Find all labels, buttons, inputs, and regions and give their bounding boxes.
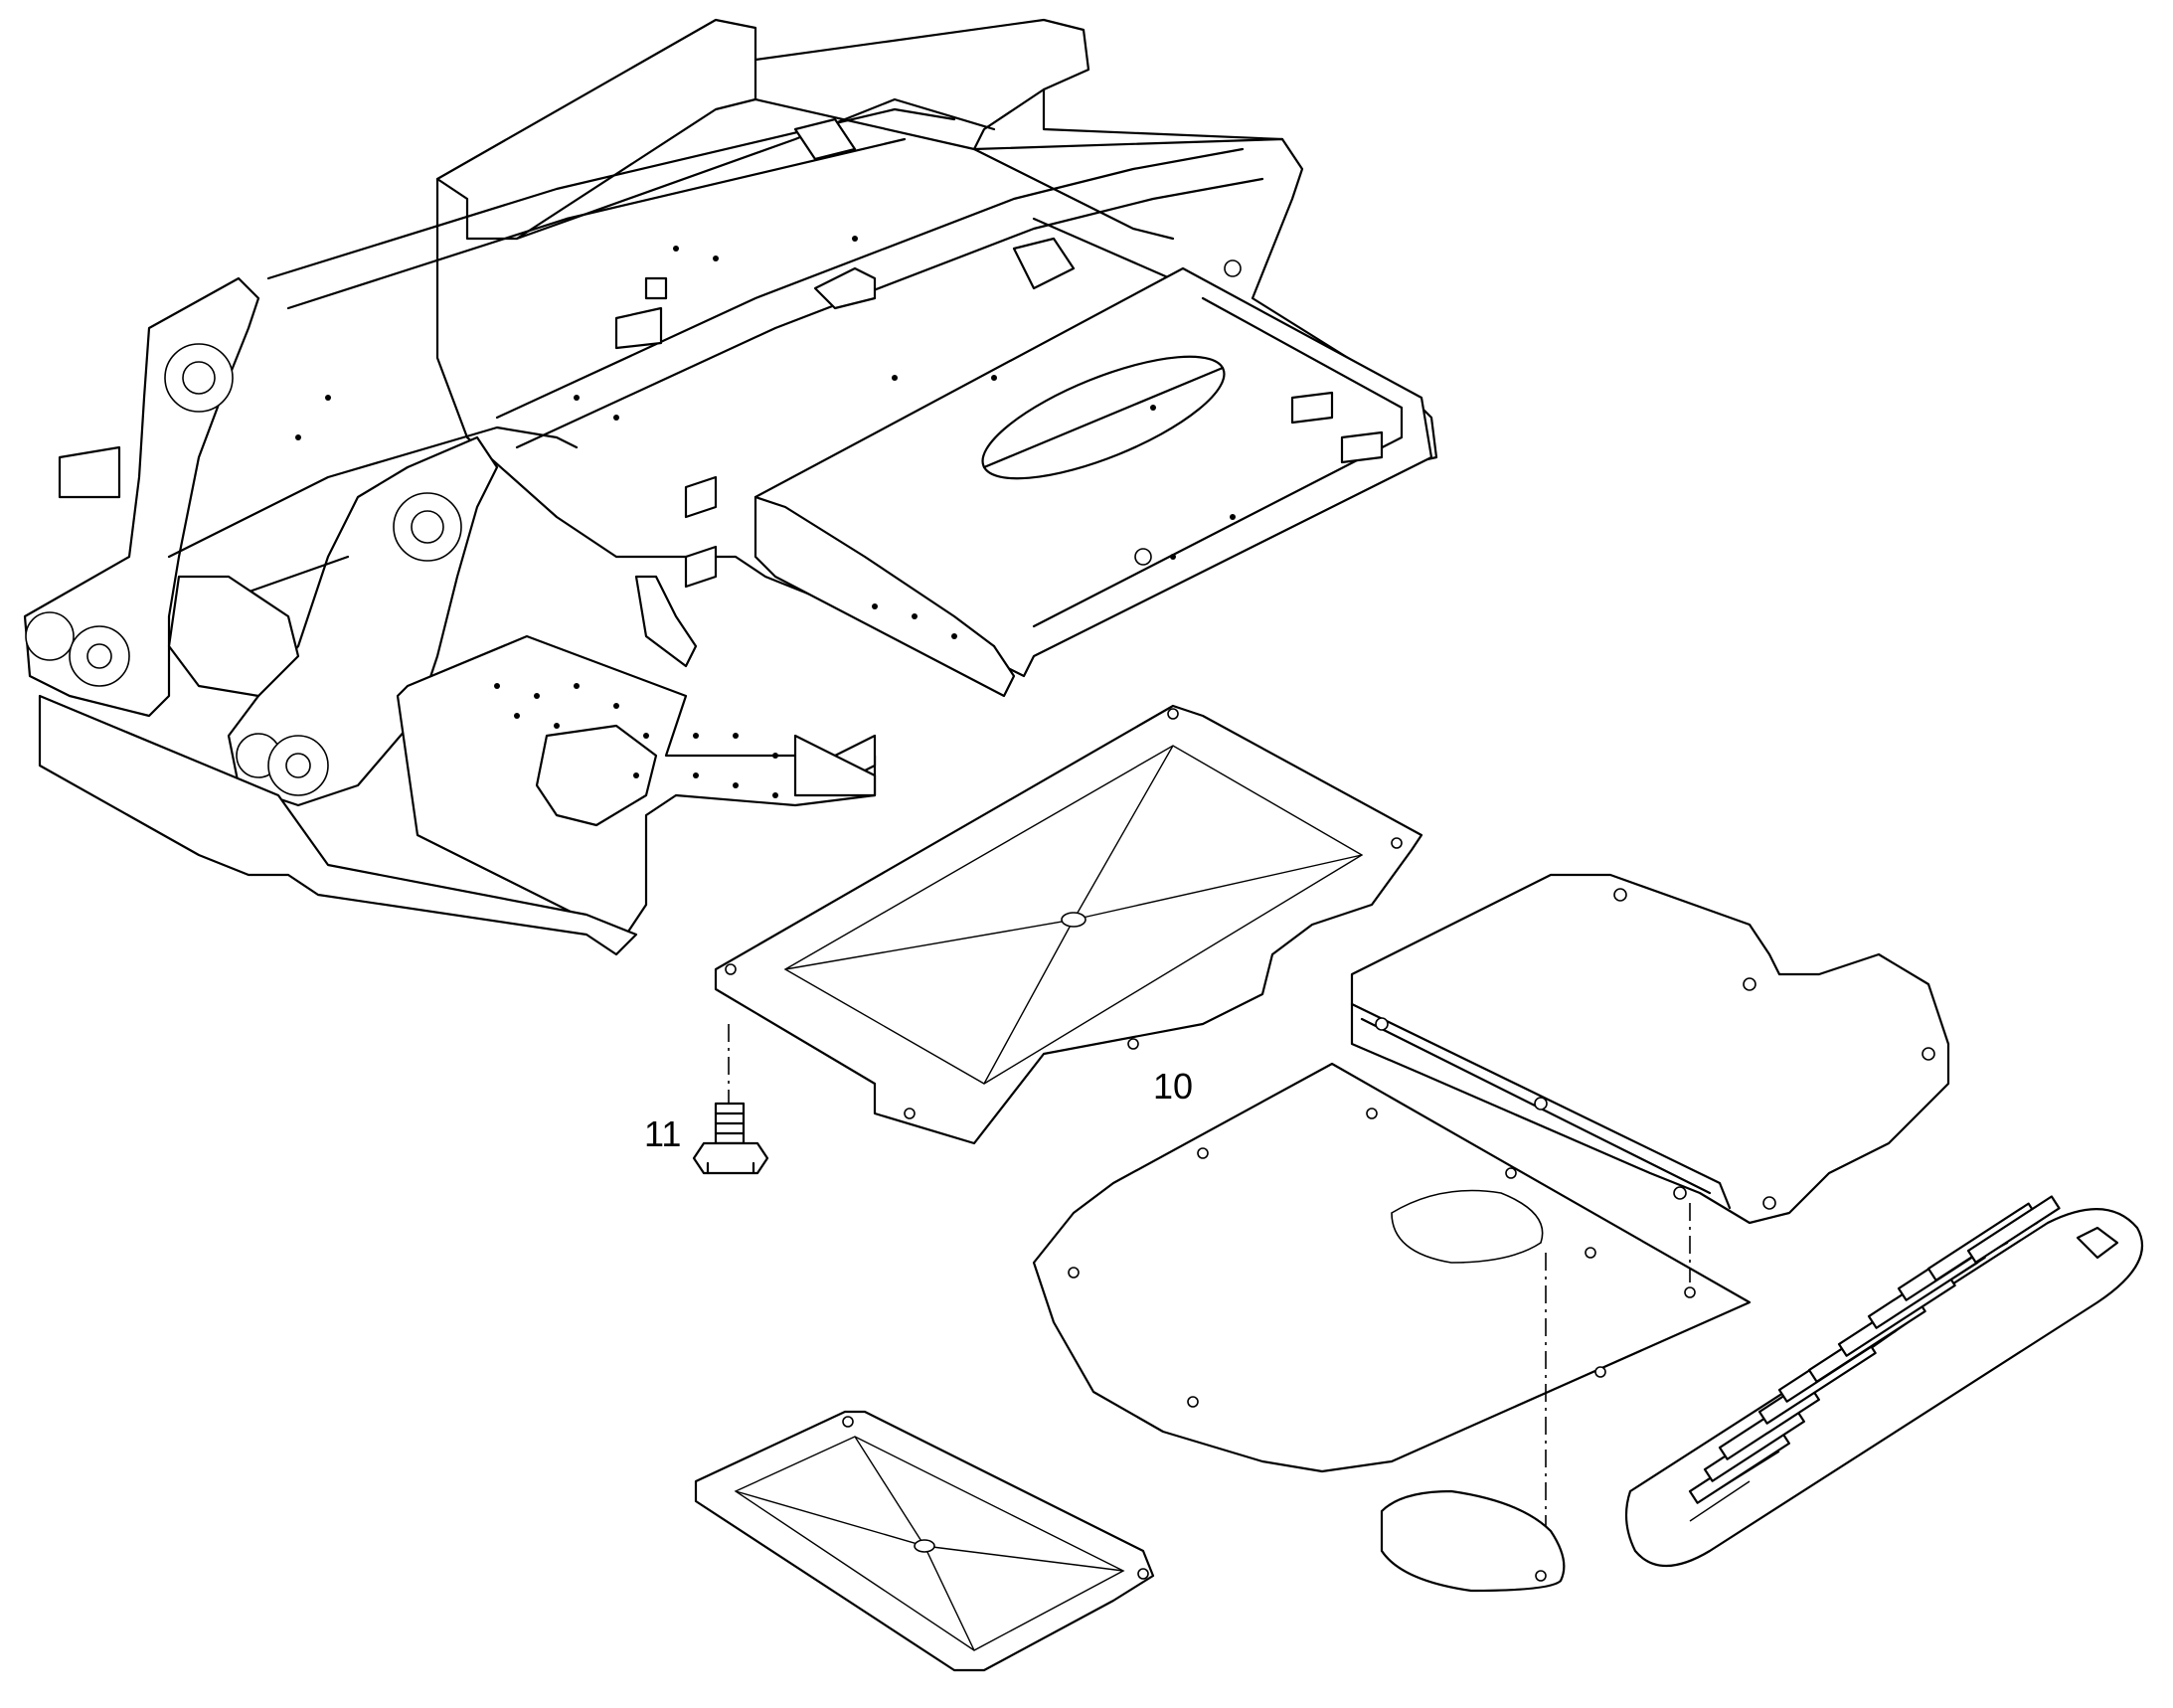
part-10-plate <box>714 704 1423 1145</box>
main-frame <box>23 18 1438 956</box>
round-cover <box>1380 1489 1566 1593</box>
part-11-bolt <box>692 1024 769 1175</box>
center-floor-plate <box>1032 1062 1752 1551</box>
callout-10: 10 <box>1153 1066 1194 1107</box>
small-gasket-plate <box>694 1410 1155 1672</box>
callout-11: 11 <box>644 1113 682 1154</box>
side-cover-plate <box>1350 873 1950 1225</box>
louvered-grille <box>1624 1195 2144 1568</box>
